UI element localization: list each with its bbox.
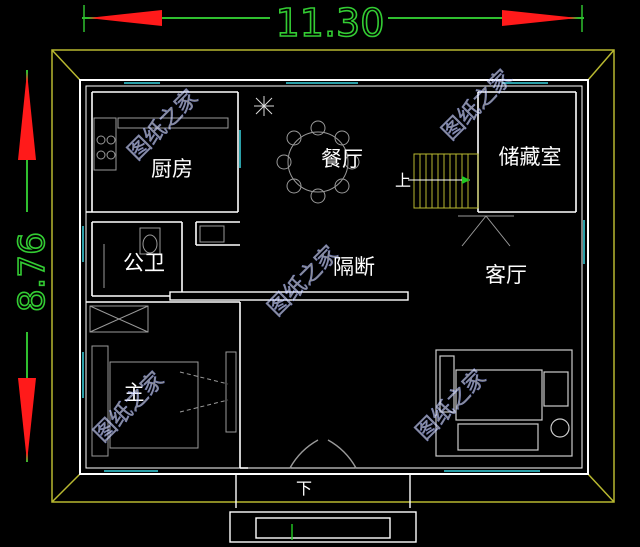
staircase xyxy=(408,153,479,209)
ceiling-lamp-icon xyxy=(458,215,514,247)
entrance-porch xyxy=(229,439,417,543)
width-label-backdrop xyxy=(270,4,388,40)
entrance-down-label: 下 xyxy=(296,479,312,498)
exterior-walls xyxy=(79,79,589,475)
bedroom-furniture xyxy=(89,305,237,457)
dining-table xyxy=(276,120,360,204)
width-label: 11.30 xyxy=(276,1,385,45)
room-label-partition: 隔断 xyxy=(333,255,375,279)
height-arrow-bottom xyxy=(18,378,36,462)
roof-outline xyxy=(51,49,615,503)
sofa-set xyxy=(435,349,573,457)
bathroom-fixtures xyxy=(103,225,225,288)
interior-walls xyxy=(86,91,577,469)
width-arrow-left xyxy=(88,10,162,26)
room-label-storage: 储藏室 xyxy=(499,145,562,169)
windows xyxy=(82,82,585,472)
kitchen-fixtures xyxy=(93,117,229,171)
room-label-kitchen: 厨房 xyxy=(151,157,193,181)
plant-icon xyxy=(254,96,274,116)
room-label-bedroom: 主 xyxy=(124,381,145,405)
room-label-dining: 餐厅 xyxy=(321,147,363,171)
width-arrow-right xyxy=(502,10,578,26)
partition-bar xyxy=(169,291,409,301)
watermark-3: 图纸之家 xyxy=(263,241,343,321)
width-dimension: 11.30 xyxy=(82,0,584,46)
watermark-4: 图纸之家 xyxy=(89,367,169,447)
height-label-backdrop xyxy=(8,212,48,332)
height-label: 8.76 xyxy=(12,232,53,312)
height-dimension: 8.76 xyxy=(8,70,54,462)
height-arrow-top xyxy=(18,72,36,160)
stair-up-label: 上 xyxy=(395,171,411,190)
watermark-5: 图纸之家 xyxy=(411,365,491,445)
room-label-living: 客厅 xyxy=(485,263,527,287)
room-label-bathroom: 公卫 xyxy=(123,251,165,275)
watermark-1: 图纸之家 xyxy=(123,85,203,165)
